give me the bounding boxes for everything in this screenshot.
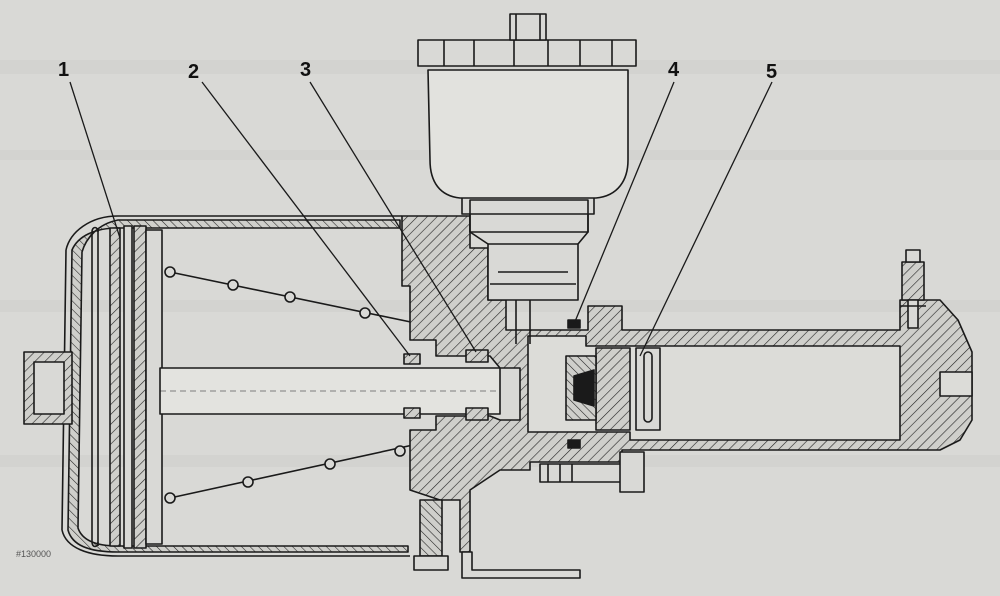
return-spring: [164, 266, 442, 504]
corner-code: #130000: [16, 549, 52, 559]
callout-5: 5: [766, 61, 778, 83]
reservoir-neck: [469, 199, 589, 301]
callout-1: 1: [58, 59, 70, 81]
bottom-screw: [413, 499, 449, 571]
master-piston: [565, 347, 661, 431]
mounting-bracket: [461, 551, 581, 579]
diaphragm-piston: [91, 225, 163, 549]
vacuum-chamber-shell: [67, 219, 409, 553]
callout-3: 3: [300, 59, 312, 81]
mounting-bolt: [539, 451, 645, 493]
fluid-reservoir: [427, 69, 629, 199]
callout-4: 4: [668, 59, 680, 81]
leader-lines: [69, 81, 773, 357]
callout-2: 2: [188, 61, 200, 83]
bleed-nipple: [900, 249, 926, 329]
